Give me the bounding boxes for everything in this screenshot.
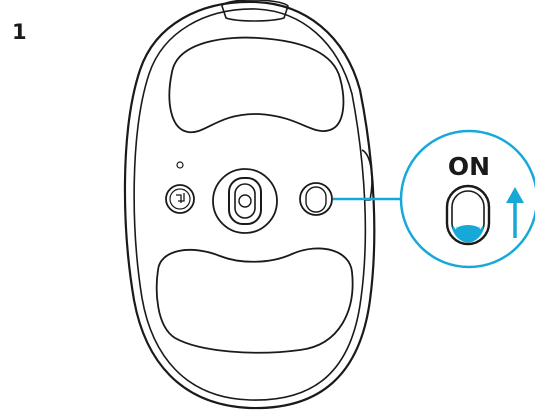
mouse-top-tab: [221, 0, 289, 22]
callout-bubble: ON: [399, 129, 535, 269]
switch-enlarged: [445, 184, 491, 246]
optical-sensor: [212, 168, 278, 234]
mouse-outer-shell: [123, 0, 376, 410]
connect-button: [165, 184, 195, 214]
mouse-inner-rim: [133, 8, 367, 401]
step-number: 1: [12, 20, 27, 44]
wireless-connect-icon: [176, 193, 185, 203]
status-led-icon: [176, 161, 184, 169]
upper-glide-pad: [168, 36, 345, 134]
callout-on-label: ON: [448, 152, 490, 181]
arrow-up-icon: [506, 187, 524, 238]
lower-glide-pad: [155, 247, 354, 354]
power-switch: [299, 182, 333, 216]
